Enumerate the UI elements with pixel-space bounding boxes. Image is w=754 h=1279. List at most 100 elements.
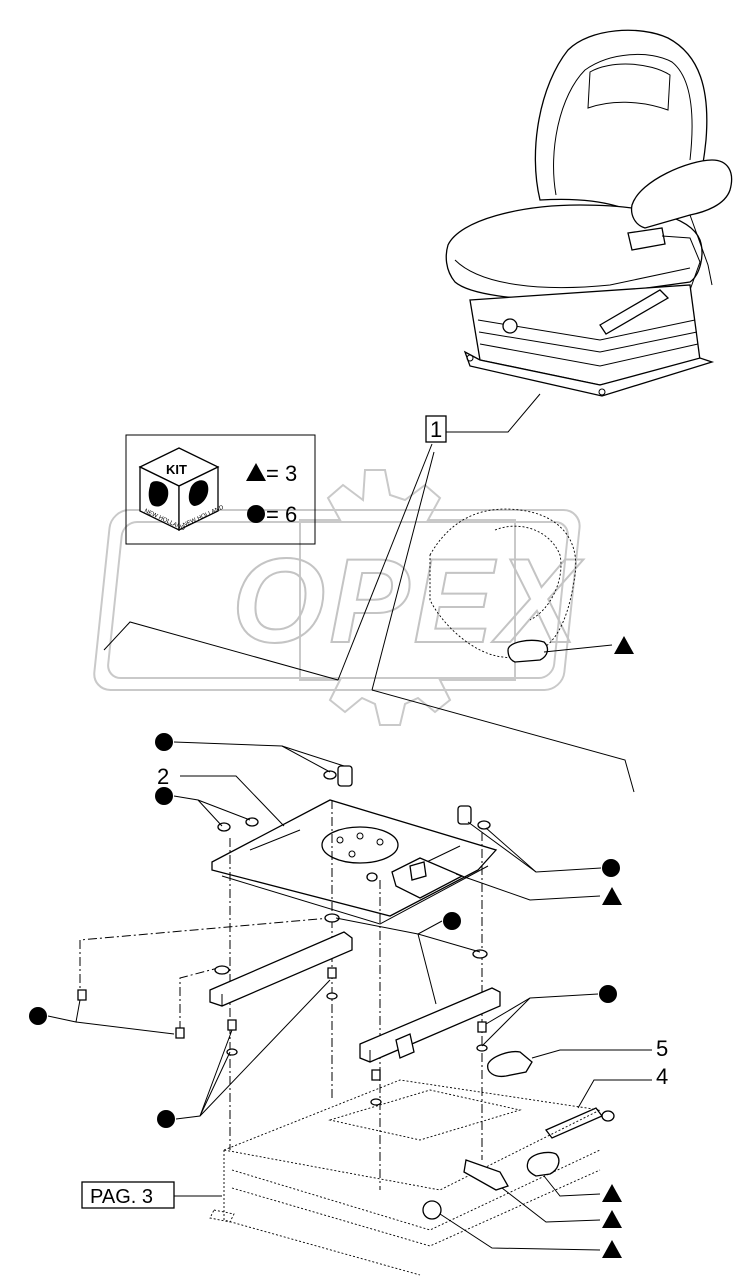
release-lever bbox=[391, 857, 464, 899]
callout-1-box bbox=[425, 415, 447, 443]
circle-6-leader-b bbox=[481, 997, 531, 1047]
callout-1-leader bbox=[446, 393, 541, 433]
spacer-2 bbox=[457, 805, 472, 825]
triangle-3-leader bbox=[501, 1187, 601, 1223]
bolt-2 bbox=[175, 1027, 185, 1039]
axis-6 bbox=[179, 967, 219, 1030]
nut-5 bbox=[366, 872, 378, 882]
kit-label: KIT bbox=[166, 462, 187, 477]
ring-hole-1 bbox=[336, 836, 344, 844]
circle-marker-6 bbox=[599, 985, 617, 1003]
circle-4-leader-c bbox=[417, 933, 437, 1005]
plate-bottom bbox=[221, 865, 489, 925]
seat-belt-buckle bbox=[627, 227, 666, 251]
rail-fasteners bbox=[77, 913, 488, 1106]
triangle-marker-4 bbox=[602, 1240, 622, 1258]
seat-assembly: 1 bbox=[337, 29, 733, 691]
spacer-1 bbox=[337, 765, 353, 787]
callout-1-guide-a bbox=[337, 443, 433, 681]
cushion-seam bbox=[454, 259, 691, 289]
handle-triangle-marker bbox=[614, 636, 634, 654]
washer-4 bbox=[326, 992, 338, 1000]
phantom-base-ring-1 bbox=[231, 1149, 601, 1231]
callout-2-leader bbox=[180, 775, 285, 827]
phantom-base-ring-2 bbox=[231, 1169, 601, 1247]
ring-hole-2 bbox=[356, 832, 364, 840]
bolt-5 bbox=[477, 1021, 487, 1033]
callout-1-guide-b bbox=[371, 451, 435, 691]
phantom-seat-outline bbox=[429, 508, 634, 663]
circle-4-leader-b bbox=[335, 917, 419, 935]
legend-circle-icon bbox=[247, 505, 265, 523]
armrest-arm bbox=[689, 214, 713, 286]
bolt-4 bbox=[227, 1019, 237, 1031]
seat-armrest bbox=[630, 159, 733, 229]
lever-block bbox=[409, 861, 427, 881]
kit-leaf-logo-left bbox=[148, 481, 169, 507]
phantom-seat-inner bbox=[494, 525, 562, 621]
circle-7-leader-c bbox=[199, 979, 331, 1117]
circle-marker-7 bbox=[157, 1110, 175, 1128]
washer-1 bbox=[324, 913, 340, 923]
bellows-1 bbox=[477, 319, 696, 341]
callout-5-leader bbox=[531, 1049, 652, 1059]
kit-leaf-logo-right bbox=[188, 480, 209, 506]
circle-marker-5 bbox=[29, 1007, 47, 1025]
washer-6 bbox=[476, 1044, 488, 1052]
callout-2-label: 2 bbox=[157, 764, 169, 789]
seat-rails bbox=[209, 931, 501, 1063]
small-brackets: 5 4 bbox=[487, 1036, 668, 1139]
bracket-4-nut bbox=[601, 1110, 615, 1122]
suspension-lever bbox=[599, 289, 670, 335]
axis-5 bbox=[79, 917, 331, 1000]
suspension-knob bbox=[502, 318, 518, 334]
page-ref-label: PAG. 3 bbox=[90, 1186, 153, 1208]
phantom-seat bbox=[429, 508, 577, 658]
headrest-seam bbox=[587, 63, 671, 111]
knob-part bbox=[422, 1200, 442, 1220]
callout-1-label: 1 bbox=[430, 417, 442, 442]
ring-hole-3 bbox=[376, 838, 384, 846]
swivel-plate bbox=[211, 799, 498, 925]
guide-line-left bbox=[103, 621, 339, 681]
legend-triangle-text: = 3 bbox=[266, 461, 297, 486]
circle-marker-3 bbox=[602, 859, 620, 877]
phantom-base-side bbox=[223, 1150, 421, 1276]
triangle-marker-2 bbox=[602, 1184, 622, 1202]
nut-2 bbox=[477, 820, 491, 830]
legend-circle-text: = 6 bbox=[266, 502, 297, 527]
handle-grip bbox=[526, 1151, 560, 1177]
circle-2-leader-b bbox=[197, 799, 251, 821]
washer-2 bbox=[472, 949, 488, 959]
bolt-1 bbox=[77, 989, 87, 1001]
watermark-frame-outer bbox=[93, 509, 581, 691]
triangle-1-leader bbox=[455, 873, 601, 901]
plate-fasteners bbox=[217, 765, 491, 882]
watermark-gear-outline bbox=[299, 469, 516, 726]
kit-legend: KIT NEW HOLLAND NEW HOLLAND = 3 = 6 bbox=[125, 434, 316, 545]
circle-7-leader-b bbox=[199, 1051, 231, 1117]
triangle-4-leader bbox=[439, 1213, 601, 1251]
washer-3 bbox=[214, 965, 230, 975]
phantom-base-foot bbox=[209, 1209, 235, 1223]
circle-3-leader-b bbox=[467, 821, 537, 873]
base-hole-1 bbox=[466, 354, 474, 362]
callout-4-label: 4 bbox=[656, 1064, 668, 1089]
circle-3-leader bbox=[485, 827, 602, 873]
triangle-2-leader bbox=[543, 1175, 601, 1197]
rail-right bbox=[359, 987, 501, 1063]
circle-7-leader bbox=[175, 1029, 233, 1120]
bellows-2 bbox=[478, 331, 698, 353]
kit-cube-icon: KIT NEW HOLLAND NEW HOLLAND bbox=[138, 447, 225, 533]
triangle-marker-1 bbox=[602, 887, 622, 905]
bellows-3 bbox=[479, 343, 699, 367]
legend-triangle-icon bbox=[246, 463, 266, 481]
circle-6-leader bbox=[485, 993, 599, 1025]
rail-lock bbox=[395, 1033, 415, 1059]
circle-1-leader-b bbox=[281, 745, 345, 767]
nut-1 bbox=[323, 770, 337, 780]
seat-belt bbox=[661, 235, 701, 291]
circle-5-leader-b bbox=[75, 1021, 175, 1035]
circle-5-leader bbox=[47, 999, 81, 1023]
kit-legend-frame bbox=[125, 434, 316, 545]
